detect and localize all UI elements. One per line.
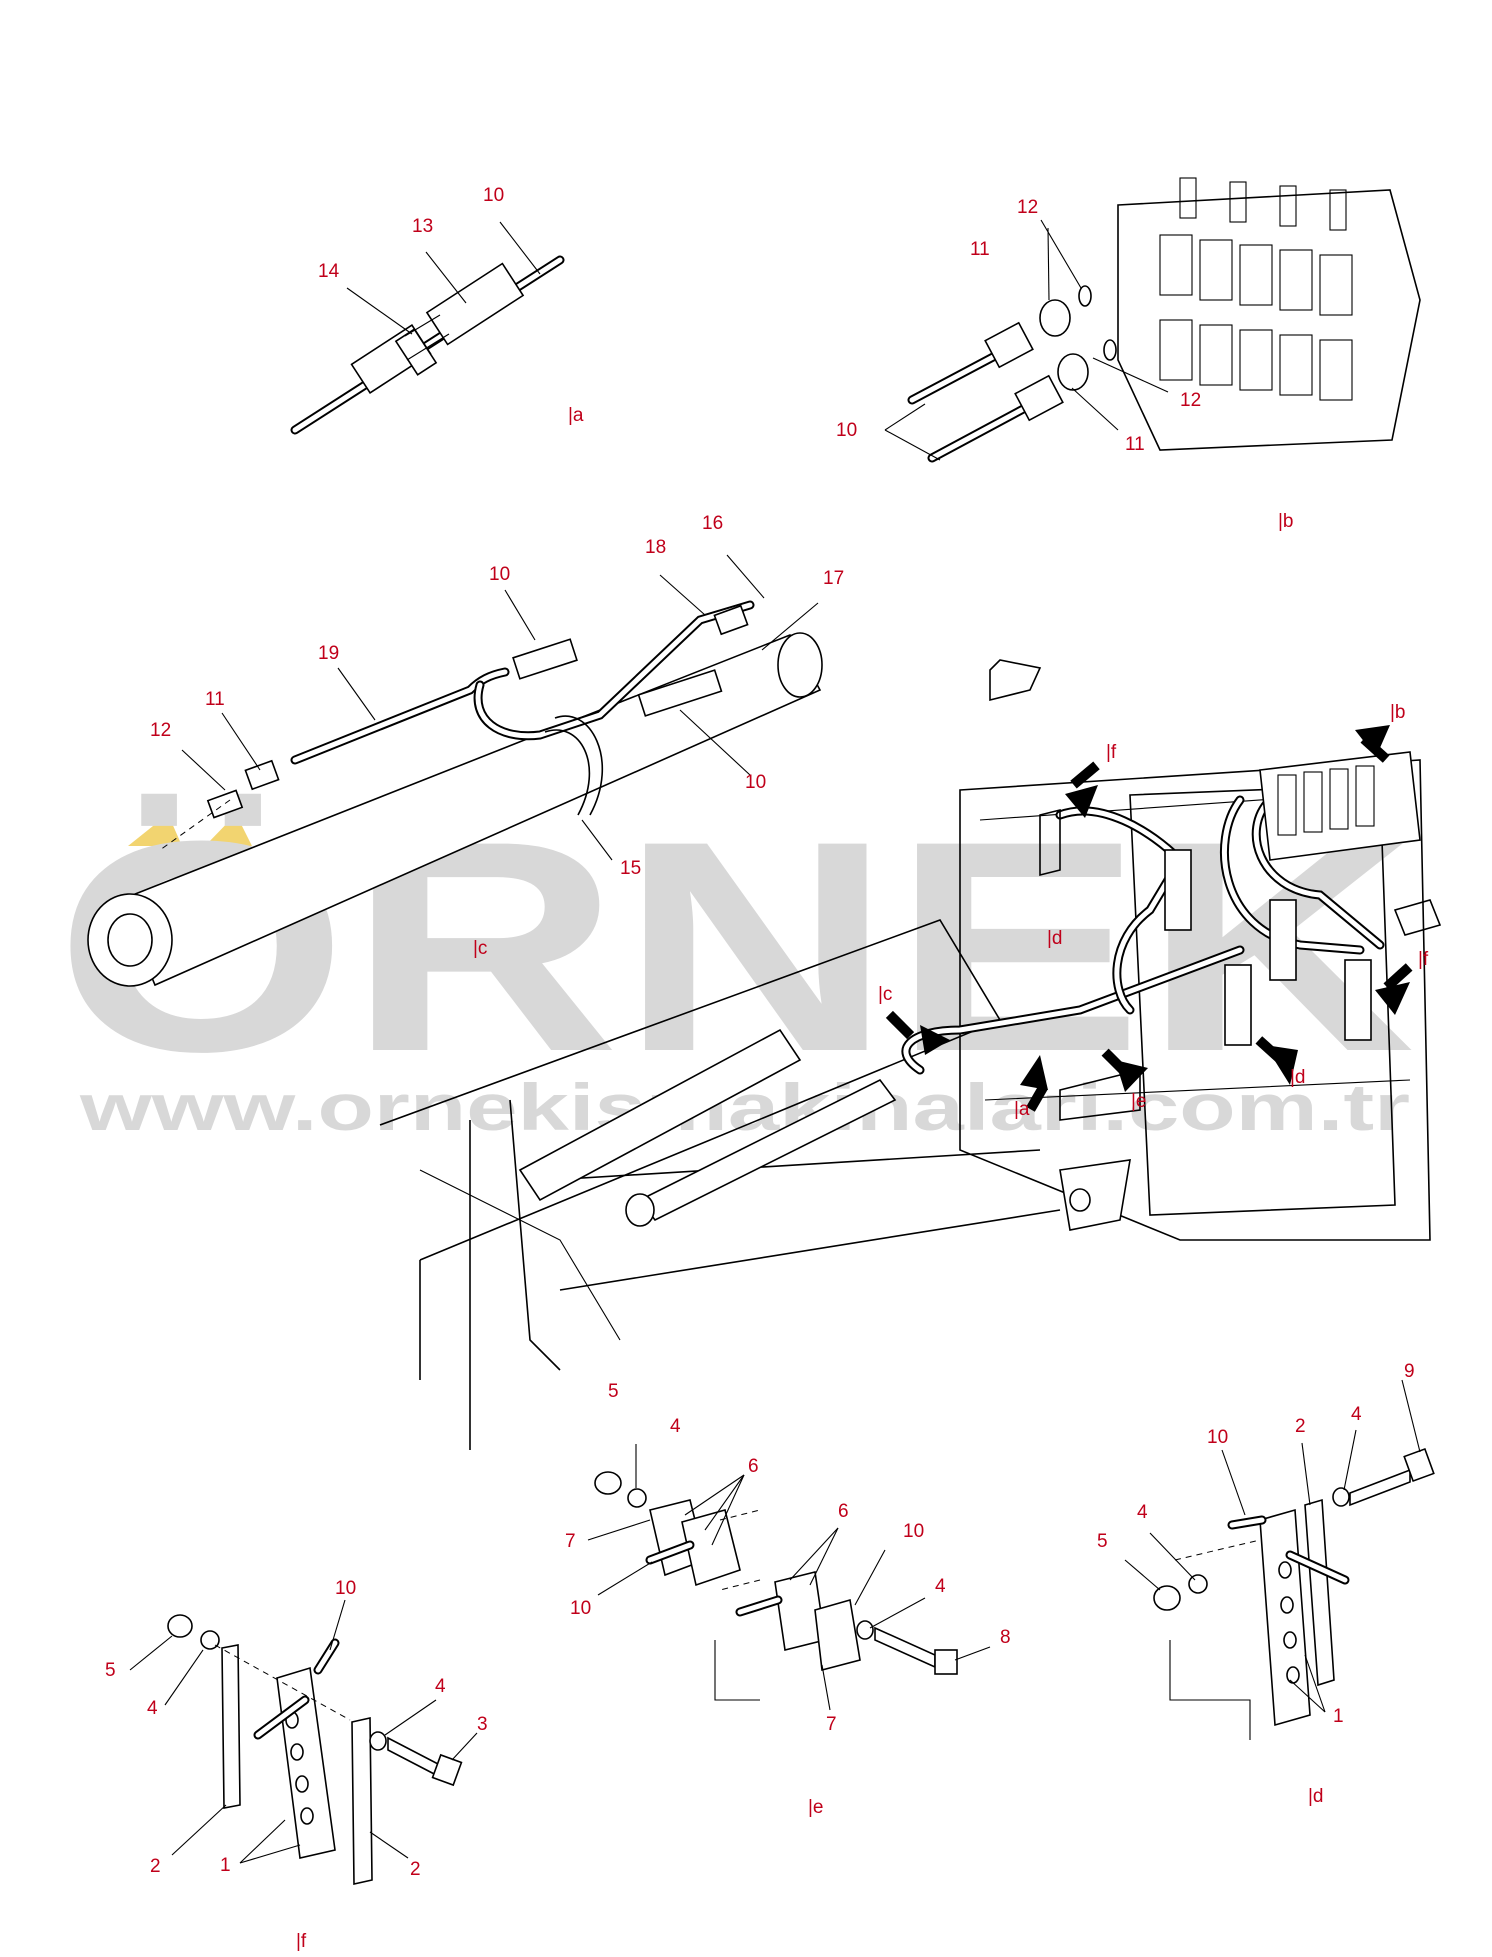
callout-c-15: 15 xyxy=(620,858,641,879)
ref-e: |e xyxy=(1131,1091,1147,1112)
ref-f-top: |f xyxy=(1106,742,1117,763)
ref-d-top: |d xyxy=(1047,928,1063,949)
detail-b-drawing xyxy=(907,177,1421,463)
callout-d-5: 5 xyxy=(1097,1531,1108,1552)
view-label-a: |a xyxy=(568,405,584,426)
callout-f-2-left: 2 xyxy=(150,1856,161,1877)
detail-c-drawing xyxy=(87,600,823,987)
detail-d-callouts: 9 10 2 4 4 5 1 |d xyxy=(1097,1361,1421,1807)
callout-a-14: 14 xyxy=(318,261,340,282)
callout-e-8: 8 xyxy=(1000,1627,1011,1648)
callout-f-1: 1 xyxy=(220,1855,231,1876)
callout-f-2-right: 2 xyxy=(410,1859,421,1880)
callout-c-10-top: 10 xyxy=(489,564,510,585)
ref-b: |b xyxy=(1390,702,1406,723)
detail-e-callouts: 5 4 6 7 10 6 10 4 8 7 |e xyxy=(565,1381,1011,1818)
detail-d-drawing xyxy=(1153,1447,1435,1740)
watermark-accent-right xyxy=(205,814,252,846)
ref-a: |a xyxy=(1014,1099,1030,1120)
callout-c-12: 12 xyxy=(150,720,171,741)
callout-f-10: 10 xyxy=(335,1578,356,1599)
callout-c-19: 19 xyxy=(318,643,339,664)
view-label-b: |b xyxy=(1278,511,1294,532)
callout-d-2: 2 xyxy=(1295,1416,1306,1437)
ref-d-bottom: |d xyxy=(1290,1067,1306,1088)
callout-d-4-left: 4 xyxy=(1137,1502,1148,1523)
callout-c-11: 11 xyxy=(205,689,225,710)
callout-c-16: 16 xyxy=(702,513,723,534)
view-label-e: |e xyxy=(808,1797,824,1818)
callout-b-11-bottom: 11 xyxy=(1125,434,1145,455)
main-assembly-drawing xyxy=(379,659,1442,1450)
callout-e-5: 5 xyxy=(608,1381,619,1402)
watermark-accent-left xyxy=(128,814,182,846)
callout-e-10-left: 10 xyxy=(570,1598,591,1619)
view-label-c: |c xyxy=(473,938,487,959)
detail-c-callouts: 16 18 17 10 19 11 12 10 15 |c xyxy=(150,513,844,959)
callout-e-6-right: 6 xyxy=(838,1501,849,1522)
callout-b-10: 10 xyxy=(836,420,857,441)
callout-c-10-right: 10 xyxy=(745,772,766,793)
callout-c-18: 18 xyxy=(645,537,666,558)
callout-b-12-bottom: 12 xyxy=(1180,390,1201,411)
main-assembly-callouts: |b |f |d |f |c |a |e |d xyxy=(878,702,1429,1120)
detail-b-callouts: 12 11 12 11 10 |b xyxy=(836,197,1294,532)
detail-f-callouts: 10 5 4 4 3 2 1 2 |f xyxy=(105,1578,488,1952)
callout-f-4-left: 4 xyxy=(147,1698,158,1719)
detail-e-drawing xyxy=(594,1471,958,1701)
callout-d-4-top: 4 xyxy=(1351,1404,1362,1425)
callout-e-7-bottom: 7 xyxy=(826,1714,837,1735)
callout-b-12-top: 12 xyxy=(1017,197,1038,218)
callout-f-3: 3 xyxy=(477,1714,488,1735)
ref-f-right: |f xyxy=(1418,949,1429,970)
callout-e-6-left: 6 xyxy=(748,1456,759,1477)
callout-a-13: 13 xyxy=(412,216,433,237)
callout-a-10: 10 xyxy=(483,185,504,206)
detail-a-callouts: 10 13 14 |a xyxy=(318,185,584,426)
callout-e-4-top: 4 xyxy=(670,1416,681,1437)
callout-f-5: 5 xyxy=(105,1660,116,1681)
callout-f-4-right: 4 xyxy=(435,1676,446,1697)
callout-e-7-left: 7 xyxy=(565,1531,576,1552)
callout-e-10-right: 10 xyxy=(903,1521,924,1542)
callout-d-1: 1 xyxy=(1333,1706,1344,1727)
callout-e-4-right: 4 xyxy=(935,1576,946,1597)
detail-a-drawing xyxy=(290,255,565,435)
view-label-f: |f xyxy=(296,1931,307,1952)
ref-c: |c xyxy=(878,984,892,1005)
callout-b-11-top: 11 xyxy=(970,239,990,260)
view-label-d: |d xyxy=(1308,1786,1324,1807)
callout-d-9: 9 xyxy=(1404,1361,1415,1382)
callout-c-17: 17 xyxy=(823,568,844,589)
callout-d-10: 10 xyxy=(1207,1427,1228,1448)
detail-f-drawing xyxy=(167,1614,463,1885)
